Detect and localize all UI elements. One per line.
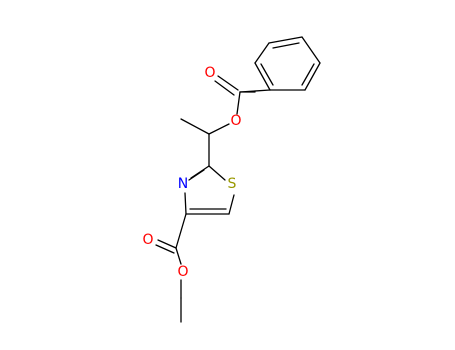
atom-label-s-thiazole: S — [228, 176, 237, 192]
atom-label-n-thiazole: N — [178, 176, 188, 192]
atom-label-o-ethyl-carbonyl: O — [142, 232, 153, 248]
ethyl-ester-bonds — [155, 213, 187, 323]
benzene-ring — [254, 36, 321, 91]
atom-label-o-benzoyl-carbonyl: O — [204, 65, 215, 81]
atom-label-o-ethyl-ester: O — [177, 264, 188, 280]
thiazole-ring — [184, 165, 235, 215]
atom-label-o-benzoyl-ester: O — [230, 113, 241, 129]
benzoyl-ester-bonds — [180, 75, 271, 167]
